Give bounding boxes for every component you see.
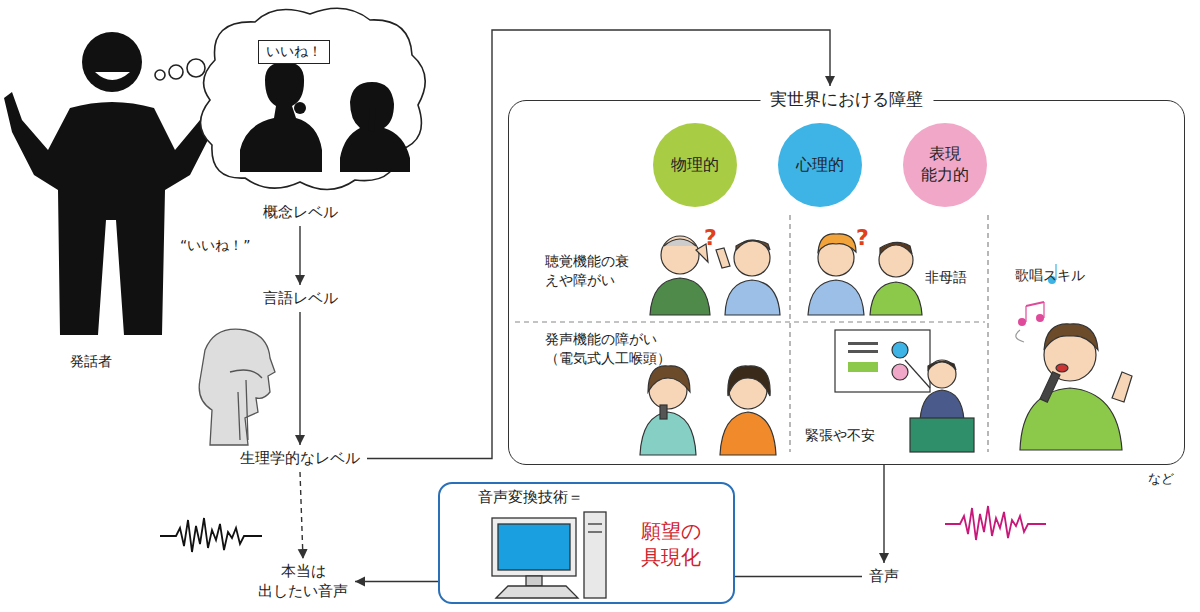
node-text: 実世界における障壁 — [760, 88, 933, 111]
connector-arrow — [883, 465, 884, 563]
category-circle: 表現 能力的 — [903, 123, 987, 207]
node-text: 願望の具現化 — [638, 518, 704, 570]
node-text: 概念レベル — [263, 203, 338, 222]
svg-text:?: ? — [704, 225, 717, 250]
connector-arrow — [299, 226, 300, 285]
note-label: 発話者 — [70, 352, 112, 371]
connector-arrow — [355, 581, 438, 582]
voice-text: 音声 — [866, 566, 902, 587]
non-native-figures: ? — [808, 225, 922, 315]
note-label: など — [1148, 470, 1174, 488]
node-text: 言語レベル — [263, 289, 338, 308]
connector-arrow — [299, 312, 300, 445]
node-text: 物理的 — [671, 155, 719, 176]
node-text: 表現 能力的 — [919, 144, 970, 186]
speech-box: いいね！ — [258, 40, 330, 64]
node-text: 音声 — [869, 567, 899, 586]
category-circle: 心理的 — [778, 123, 862, 207]
note-label: 歌唱スキル — [1015, 266, 1085, 285]
connector-arrow — [300, 472, 303, 559]
listener-silhouettes — [240, 62, 410, 172]
hearing-figures: ? — [650, 225, 780, 315]
note-label: 緊張や不安 — [805, 426, 875, 445]
level-text: 生理学的なレベル — [237, 448, 363, 469]
conversion-box: 音声変換技術＝ 願望の具現化 — [438, 482, 735, 604]
note-label: 非母語 — [925, 268, 967, 287]
target-voice-text: 本当は 出したい音声 — [255, 562, 351, 601]
level-text: 概念レベル — [260, 202, 341, 223]
connector-arrow — [735, 576, 862, 577]
node-text: 本当は 出したい音声 — [255, 562, 351, 601]
note-label: 発声機能の障がい（電気式人工喉頭） — [545, 330, 671, 368]
singer-figure — [1016, 264, 1132, 450]
category-circle: 物理的 — [653, 123, 737, 207]
note-label: 聴覚機能の衰えや障がい — [545, 252, 632, 290]
electrolarynx-figures — [640, 366, 776, 455]
svg-text:?: ? — [856, 225, 869, 250]
node-text: 音声変換技術＝ — [478, 488, 583, 507]
speaker-silhouette — [4, 32, 222, 335]
node-text: 生理学的なレベル — [240, 449, 360, 468]
waveform — [945, 506, 1046, 540]
thought-cloud — [155, 8, 425, 189]
computer-figure — [492, 512, 606, 598]
node-text: いいね！ — [266, 43, 322, 61]
node-text: 心理的 — [796, 155, 844, 176]
note-label: “いいね！” — [180, 236, 251, 255]
vocal-tract-figure — [199, 329, 275, 445]
waveform — [160, 518, 262, 552]
level-text: 言語レベル — [260, 288, 341, 309]
